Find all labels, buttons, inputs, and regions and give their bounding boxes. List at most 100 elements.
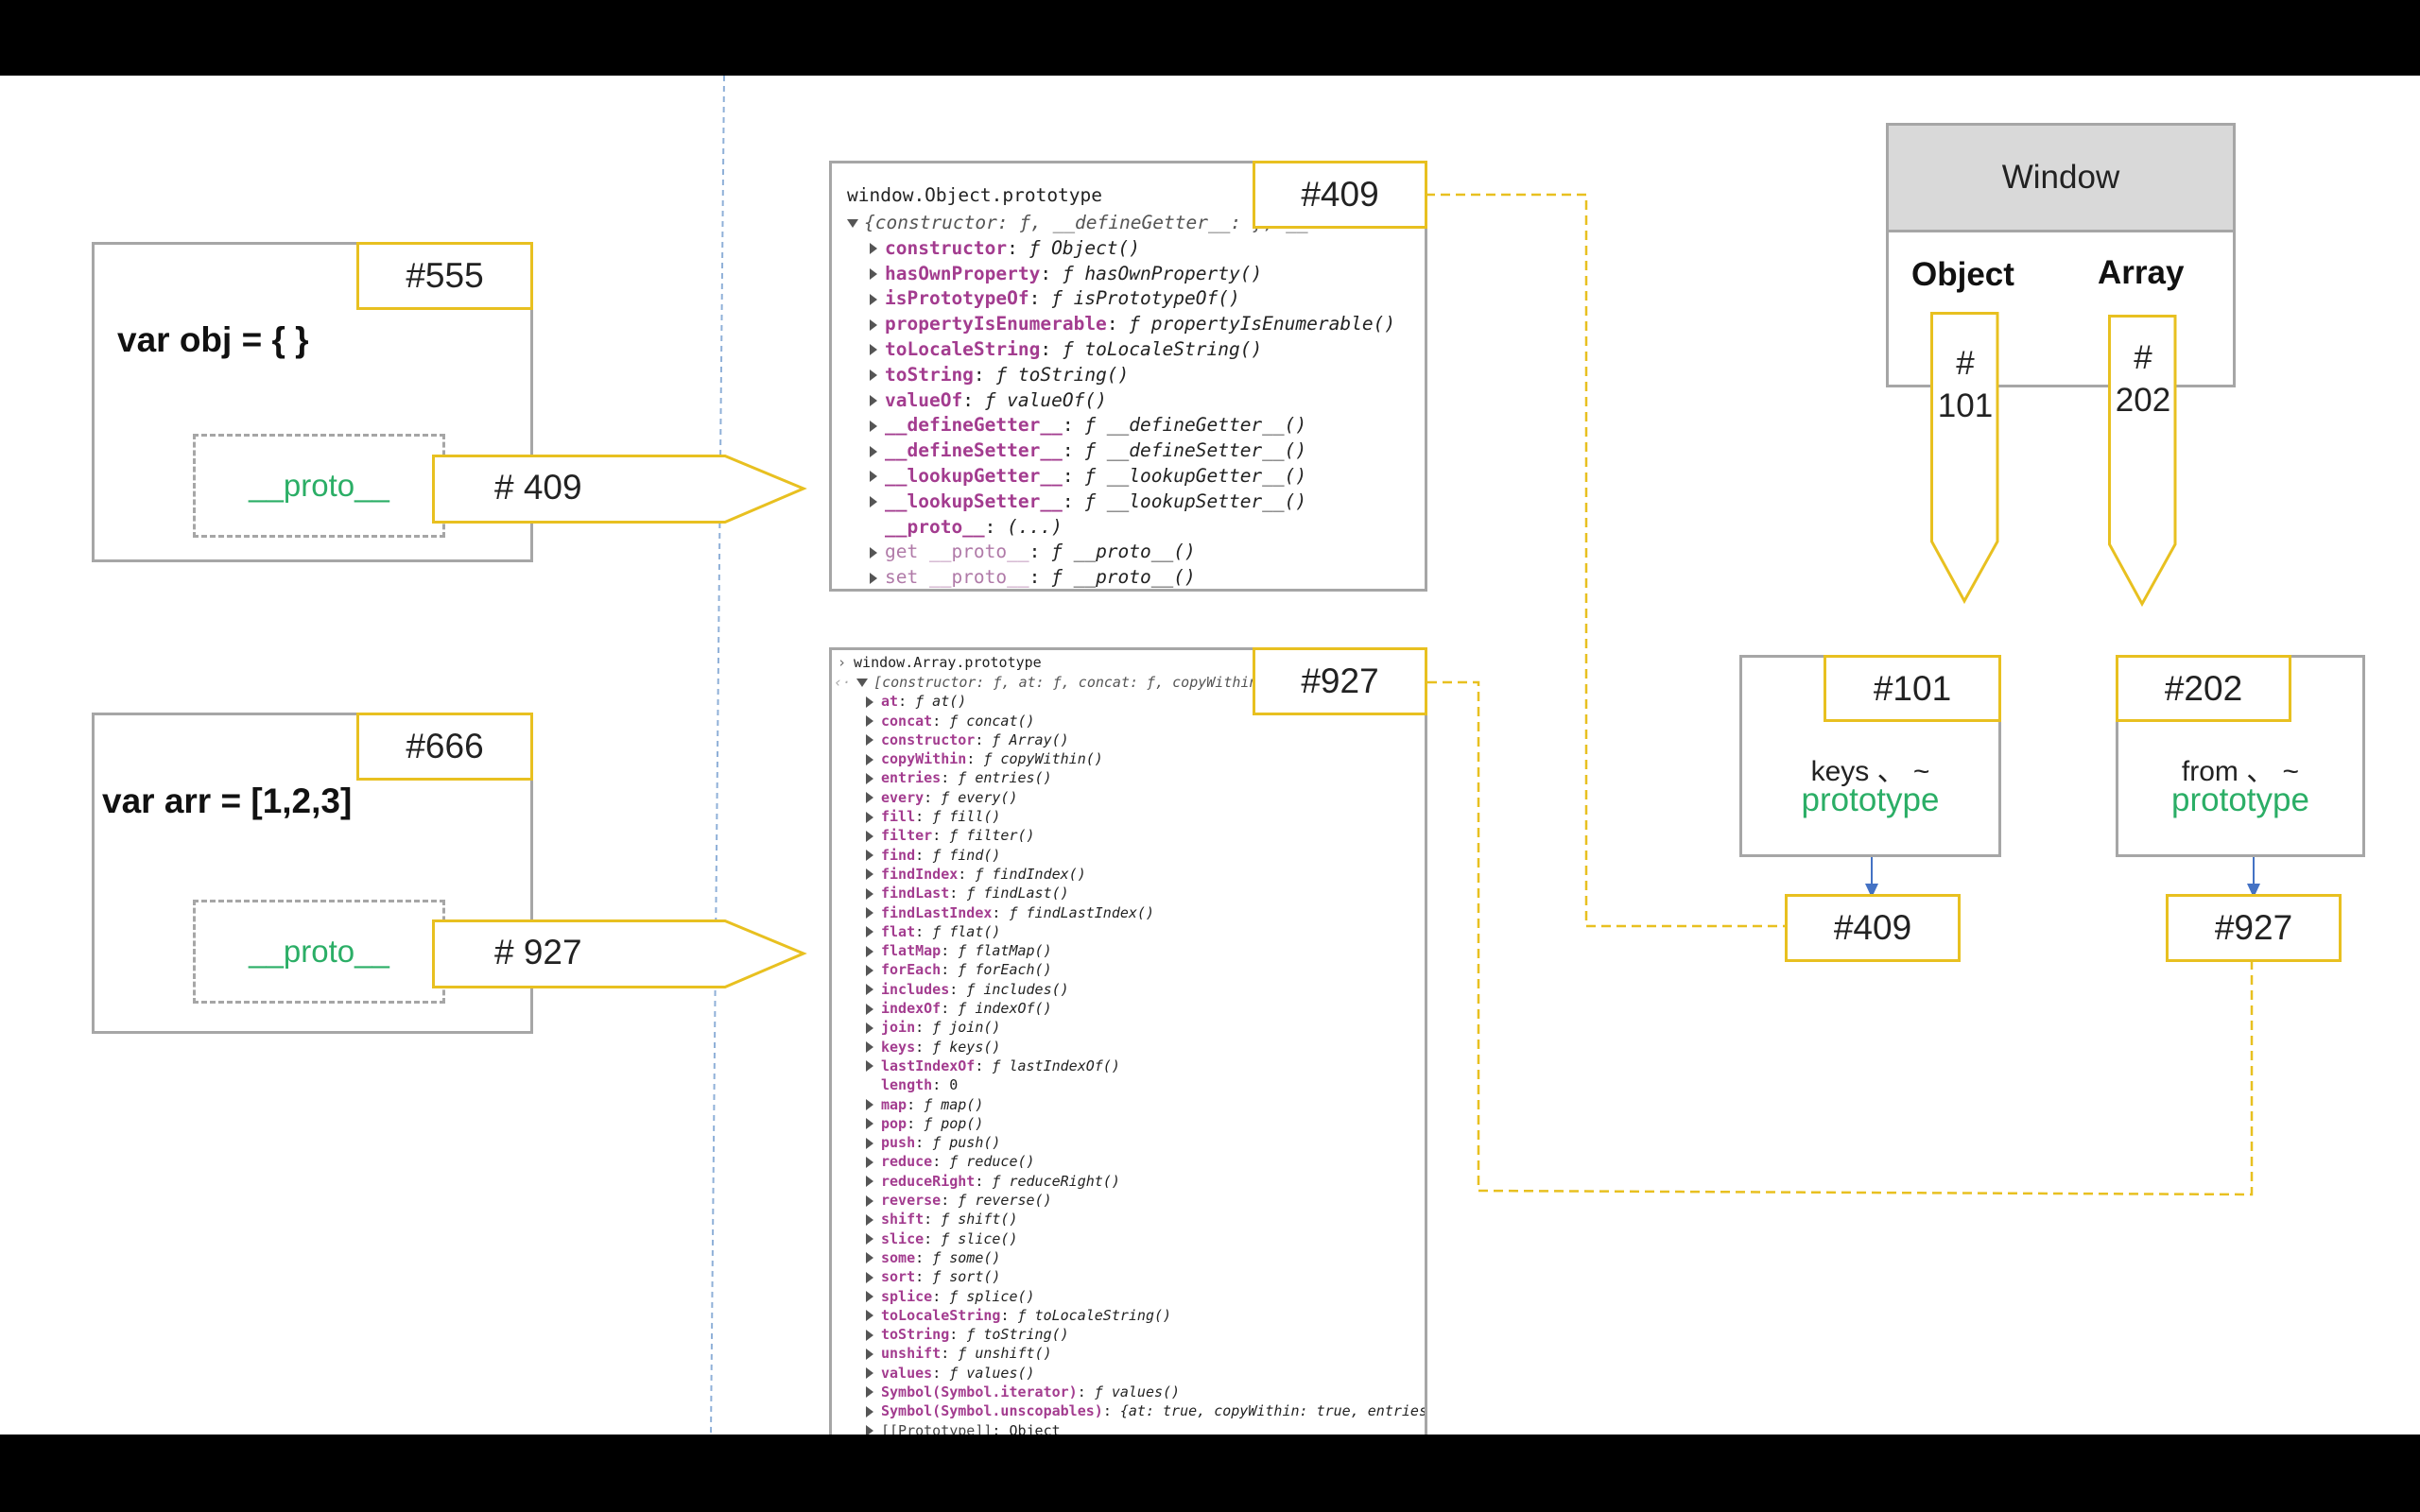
console-entry-row[interactable]: __defineSetter__: ƒ __defineSetter__() bbox=[832, 438, 1425, 464]
console-entry-row[interactable]: forEach: ƒ forEach() bbox=[832, 960, 1425, 979]
console-entry-value: ƒ entries() bbox=[958, 769, 1052, 787]
console-entry-row: __proto__: (...) bbox=[885, 515, 1063, 538]
console-entry-value: ƒ includes() bbox=[966, 980, 1069, 998]
window-array-label: Array bbox=[2098, 254, 2185, 291]
console-entry-row[interactable]: Symbol(Symbol.unscopables): {at: true, c… bbox=[832, 1401, 1425, 1420]
console-entry-row[interactable]: indexOf: ƒ indexOf() bbox=[832, 999, 1425, 1018]
expand-arrow-icon bbox=[866, 1041, 873, 1054]
console-entry-row[interactable]: findLast: ƒ findLast() bbox=[832, 884, 1425, 902]
console-entry-row[interactable]: includes: ƒ includes() bbox=[832, 980, 1425, 999]
console-entry-row[interactable]: filter: ƒ filter() bbox=[832, 826, 1425, 845]
console-entry-key: findIndex bbox=[881, 865, 959, 883]
console-entry-value: ƒ values() bbox=[1094, 1383, 1181, 1400]
obj-proto-pointer-shape bbox=[432, 455, 807, 524]
console-entry-value: ƒ find() bbox=[932, 846, 1001, 864]
console-entry-row[interactable]: isPrototypeOf: ƒ isPrototypeOf() bbox=[832, 286, 1425, 312]
console-entry-row[interactable]: toString: ƒ toString() bbox=[832, 1325, 1425, 1344]
expand-arrow-icon bbox=[866, 1176, 873, 1188]
console-entry-row[interactable]: lastIndexOf: ƒ lastIndexOf() bbox=[832, 1057, 1425, 1075]
console-entry-row[interactable]: findLastIndex: ƒ findLastIndex() bbox=[832, 903, 1425, 922]
console-entry-row[interactable]: flat: ƒ flat() bbox=[832, 922, 1425, 941]
console-entry-row[interactable]: every: ƒ every() bbox=[832, 788, 1425, 807]
console-entry-row[interactable]: [[Prototype]]: Object bbox=[832, 1421, 1425, 1435]
console-entry-row[interactable]: at: ƒ at() bbox=[832, 692, 1425, 711]
console-entry-row[interactable]: pop: ƒ pop() bbox=[832, 1114, 1425, 1133]
console-entry-key: length bbox=[881, 1076, 933, 1094]
console-entry-value: ƒ __defineGetter__() bbox=[1084, 414, 1307, 437]
console-entry-key: fill bbox=[881, 808, 916, 826]
console-array-summary-row[interactable]: ‹·[constructor: ƒ, at: ƒ, concat: ƒ, cop… bbox=[832, 673, 1425, 692]
console-entry-key: unshift bbox=[881, 1345, 942, 1363]
console-entry-row[interactable]: findIndex: ƒ findIndex() bbox=[832, 865, 1425, 884]
console-entry-key: flat bbox=[881, 922, 916, 940]
console-entry-row[interactable]: fill: ƒ fill() bbox=[832, 807, 1425, 826]
console-entry-key: set __proto__ bbox=[885, 566, 1029, 589]
console-entry-row[interactable]: toString: ƒ toString() bbox=[832, 363, 1425, 388]
console-entry-row[interactable]: reverse: ƒ reverse() bbox=[832, 1191, 1425, 1210]
array-prototype-address-tag: #927 bbox=[1253, 647, 1427, 715]
expand-arrow-icon bbox=[866, 1156, 873, 1168]
console-entry-row[interactable]: constructor: ƒ Array() bbox=[832, 730, 1425, 749]
console-entry-value: ƒ lastIndexOf() bbox=[992, 1057, 1120, 1074]
console-entry-value: ƒ valueOf() bbox=[984, 388, 1107, 411]
expand-arrow-icon bbox=[870, 420, 877, 432]
console-entry-row[interactable]: toLocaleString: ƒ toLocaleString() bbox=[832, 337, 1425, 363]
result-marker-icon: ‹· bbox=[834, 674, 852, 691]
console-entry-row[interactable]: propertyIsEnumerable: ƒ propertyIsEnumer… bbox=[832, 312, 1425, 337]
window-title: Window bbox=[1889, 126, 2233, 232]
console-entry-key: findLastIndex bbox=[881, 903, 993, 921]
console-entry-row[interactable]: hasOwnProperty: ƒ hasOwnProperty() bbox=[832, 262, 1425, 287]
console-entry-row[interactable]: find: ƒ find() bbox=[832, 846, 1425, 865]
console-entry-row[interactable]: set __proto__: ƒ __proto__() bbox=[832, 565, 1425, 589]
console-entry-key: filter bbox=[881, 827, 933, 845]
console-entry-value: ƒ hasOwnProperty() bbox=[1062, 262, 1263, 284]
console-entry-row[interactable]: __lookupSetter__: ƒ __lookupSetter__() bbox=[832, 490, 1425, 515]
object-constructor-address-tag: #101 bbox=[1824, 655, 2001, 722]
console-entry-key: toLocaleString bbox=[885, 337, 1041, 360]
console-entry-row[interactable]: toLocaleString: ƒ toLocaleString() bbox=[832, 1306, 1425, 1325]
console-entry-row[interactable]: splice: ƒ splice() bbox=[832, 1287, 1425, 1306]
console-entry-value: ƒ isPrototypeOf() bbox=[1051, 287, 1240, 310]
console-entry-row[interactable]: shift: ƒ shift() bbox=[832, 1210, 1425, 1228]
console-entry-row[interactable]: push: ƒ push() bbox=[832, 1133, 1425, 1152]
console-entry-key: constructor bbox=[885, 236, 1008, 259]
console-entry-row[interactable]: sort: ƒ sort() bbox=[832, 1267, 1425, 1286]
console-entry-row[interactable]: map: ƒ map() bbox=[832, 1095, 1425, 1114]
console-entry-row[interactable]: copyWithin: ƒ copyWithin() bbox=[832, 749, 1425, 768]
expand-arrow-icon bbox=[870, 445, 877, 457]
console-entry-row[interactable]: valueOf: ƒ valueOf() bbox=[832, 388, 1425, 414]
array-prototype-console: ›window.Array.prototype ‹·[constructor: … bbox=[829, 647, 1427, 1435]
console-entry-row[interactable]: get __proto__: ƒ __proto__() bbox=[832, 540, 1425, 565]
console-entry-row[interactable]: reduceRight: ƒ reduceRight() bbox=[832, 1172, 1425, 1191]
console-entry-row[interactable]: concat: ƒ concat() bbox=[832, 712, 1425, 730]
console-entry-value: ƒ toString() bbox=[995, 363, 1130, 386]
console-entry-row[interactable]: join: ƒ join() bbox=[832, 1018, 1425, 1037]
console-entry-row[interactable]: slice: ƒ slice() bbox=[832, 1229, 1425, 1248]
console-entry-row[interactable]: values: ƒ values() bbox=[832, 1364, 1425, 1383]
console-entry-key: splice bbox=[881, 1287, 933, 1305]
console-entry-row[interactable]: entries: ƒ entries() bbox=[832, 768, 1425, 787]
console-object-summary-row[interactable]: {constructor: ƒ, __defineGetter__: ƒ, __ bbox=[832, 211, 1425, 236]
console-entry-row[interactable]: keys: ƒ keys() bbox=[832, 1038, 1425, 1057]
console-entry-value: 0 bbox=[949, 1076, 959, 1094]
console-entry-key: shift bbox=[881, 1211, 925, 1228]
console-entry-value: ƒ values() bbox=[949, 1364, 1035, 1382]
console-entry-row[interactable]: unshift: ƒ unshift() bbox=[832, 1344, 1425, 1363]
expand-arrow-icon bbox=[870, 546, 877, 558]
console-entry-value: ƒ findLastIndex() bbox=[1009, 903, 1154, 921]
console-entry-row[interactable]: some: ƒ some() bbox=[832, 1248, 1425, 1267]
console-entry-row[interactable]: __defineGetter__: ƒ __defineGetter__() bbox=[832, 413, 1425, 438]
console-entry-value: Object bbox=[1009, 1421, 1061, 1435]
console-entry-value: ƒ join() bbox=[932, 1019, 1001, 1037]
console-entry-key: constructor bbox=[881, 730, 976, 748]
console-entry-row[interactable]: constructor: ƒ Object() bbox=[832, 236, 1425, 262]
expand-arrow-icon bbox=[866, 1348, 873, 1360]
console-entry-row[interactable]: reduce: ƒ reduce() bbox=[832, 1152, 1425, 1171]
console-entry-row[interactable]: __lookupGetter__: ƒ __lookupGetter__() bbox=[832, 464, 1425, 490]
console-entry-row[interactable]: Symbol(Symbol.iterator): ƒ values() bbox=[832, 1383, 1425, 1401]
console-entry-key: map bbox=[881, 1095, 908, 1113]
console-object-title: window.Object.prototype bbox=[847, 184, 1103, 206]
console-entry-row[interactable]: flatMap: ƒ flatMap() bbox=[832, 941, 1425, 960]
expand-arrow-icon bbox=[866, 696, 873, 708]
expand-arrow-icon bbox=[866, 1386, 873, 1399]
